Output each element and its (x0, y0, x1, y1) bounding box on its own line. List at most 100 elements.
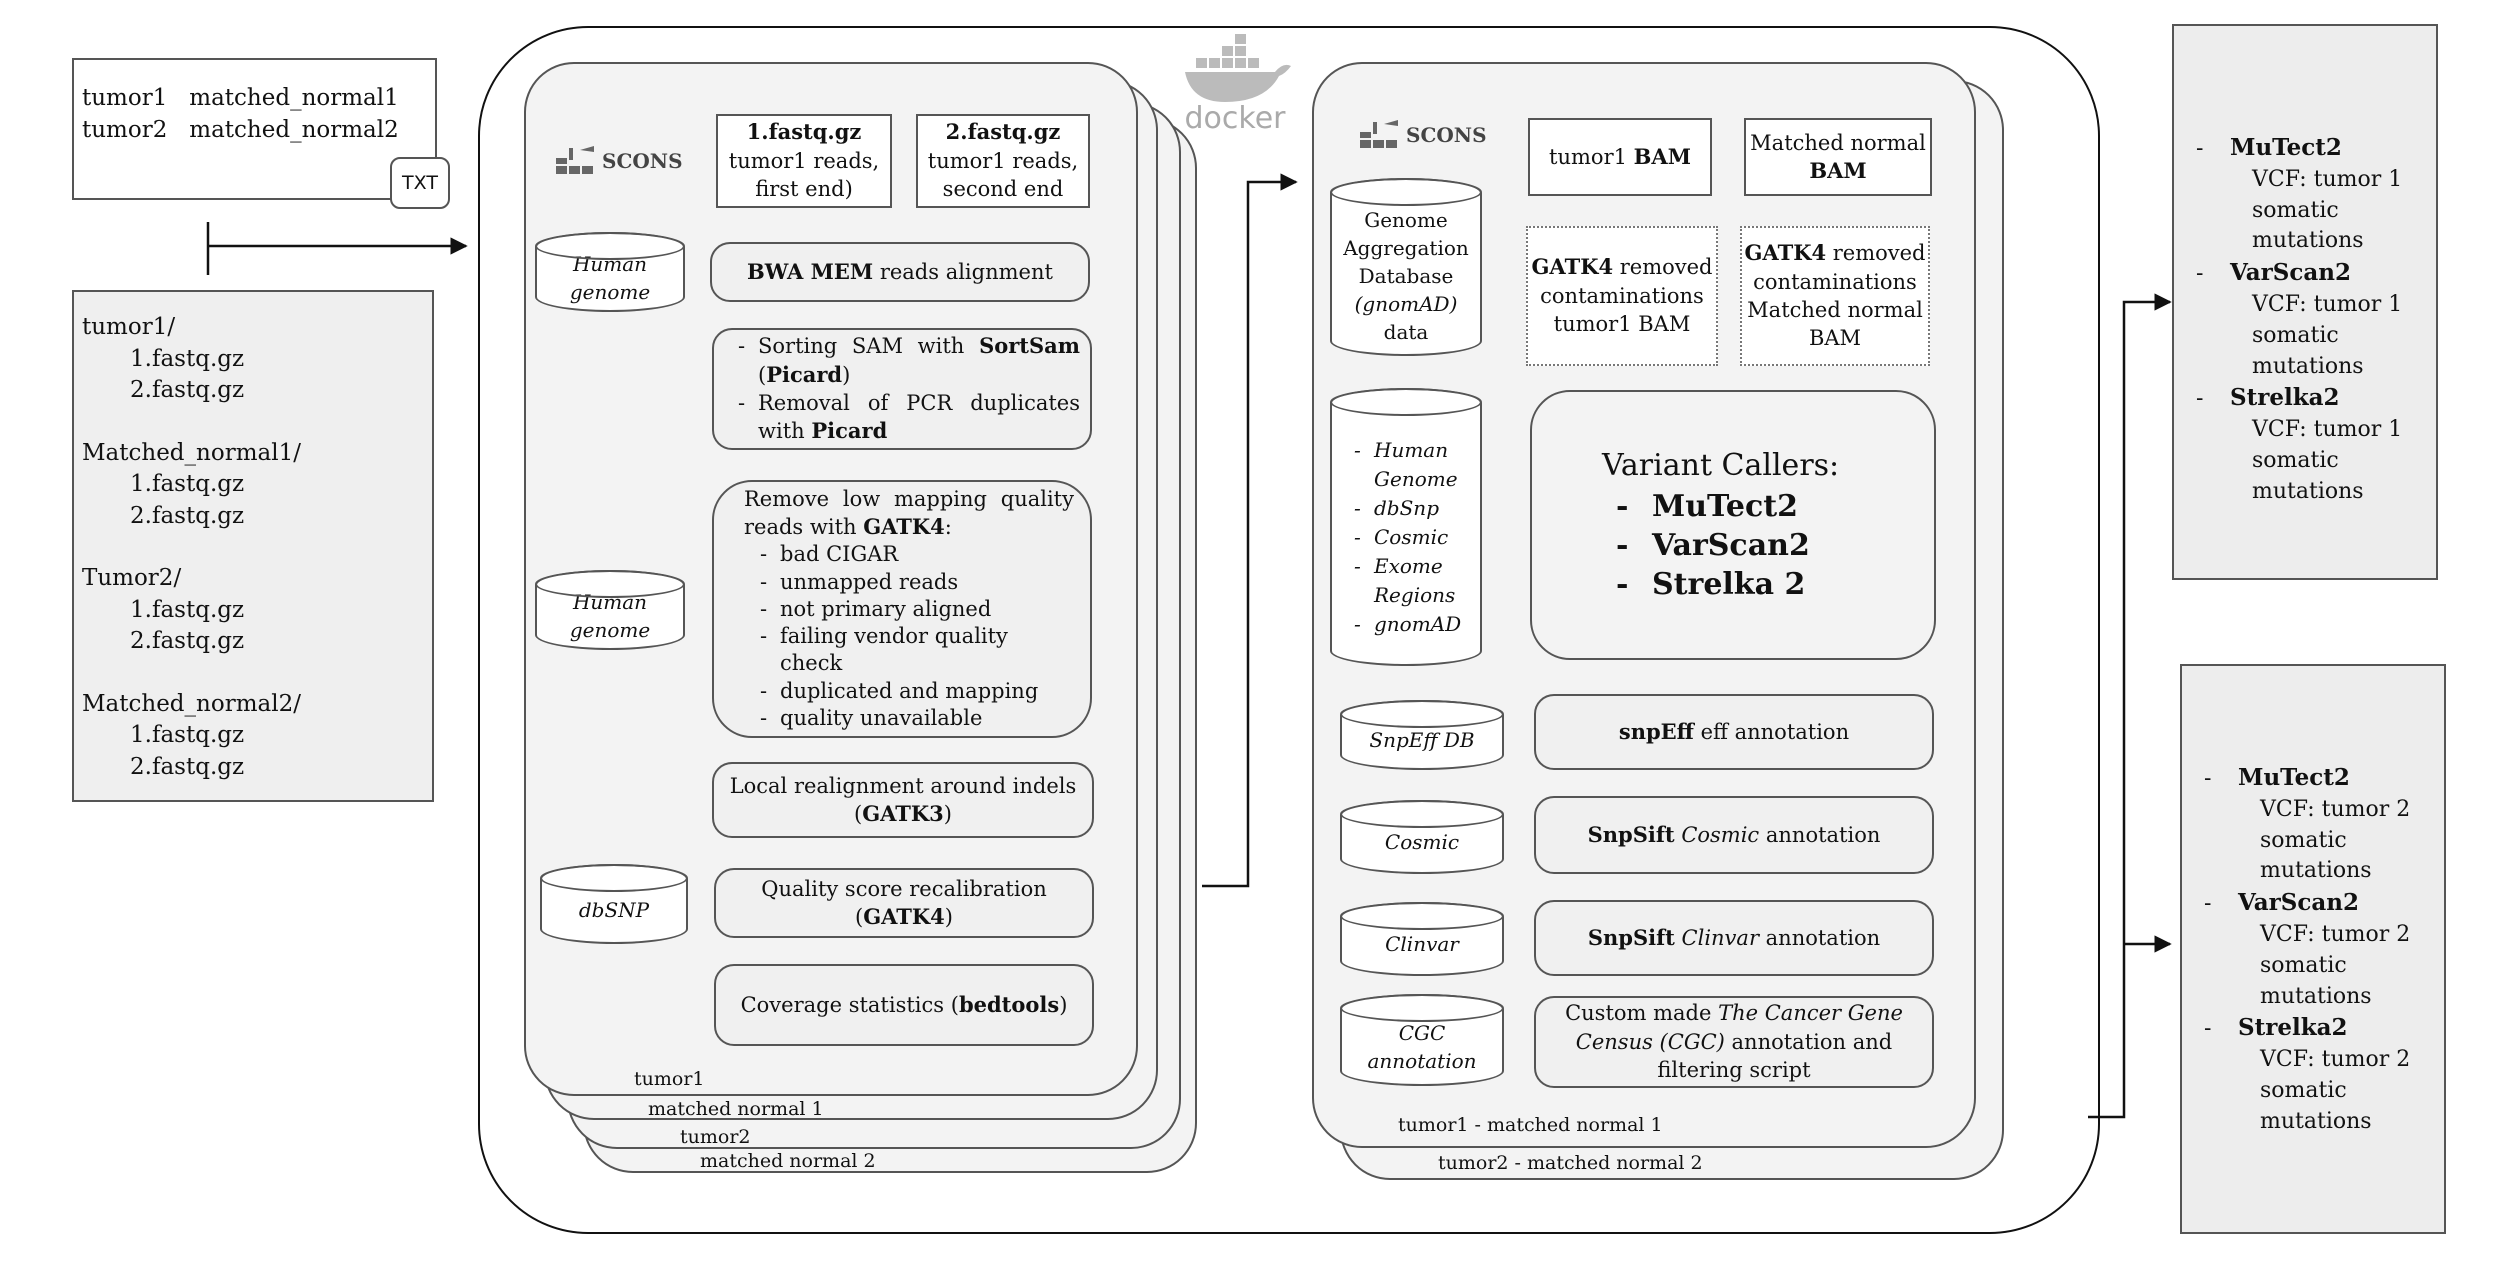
scons-logo-right: SCONS (1360, 118, 1487, 152)
stack-label-tumor2: tumor2 (680, 1126, 751, 1148)
sample-list-file: tumor1 matched_normal1 tumor2 matched_no… (72, 58, 437, 200)
human-genome-label: Human genome (569, 252, 651, 304)
folder-tumor2: Tumor2/ (82, 565, 182, 591)
gatk4-contamination-normal: GATK4 removed contaminations Matched nor… (1740, 226, 1930, 366)
dbsnp-db: dbSNP (540, 864, 688, 944)
db-item: gnomAD (1354, 610, 1464, 639)
txt-file-icon: TXT (390, 157, 450, 209)
db-item: Cosmic (1354, 523, 1464, 552)
cgc-db: CGC annotation (1340, 994, 1504, 1086)
snpsift-clinvar-step: SnpSift Clinvar annotation (1534, 900, 1934, 976)
stack-label-tumor1: tumor1 (634, 1068, 705, 1090)
folder-file: 2.fastq.gz (130, 502, 245, 529)
bwa-bold: BWA MEM (747, 258, 874, 284)
variant-callers-step: Variant Callers: MuTect2 VarScan2 Strelk… (1530, 390, 1936, 660)
folder-matched-normal1: Matched_normal1/ (82, 439, 301, 466)
dbsnp-label: dbSNP (578, 898, 650, 922)
realign-label: Local realignment around indels (729, 773, 1077, 798)
folder-matched-normal2: Matched_normal2/ (82, 690, 301, 717)
fastq1-desc: tumor1 reads, first end) (728, 148, 880, 202)
folder-file: 2.fastq.gz (130, 628, 245, 654)
scons-logo: SCONS (556, 144, 683, 178)
snpeff-annotation-step: snpEff eff annotation (1534, 694, 1934, 770)
fastq2-title: 2.fastq.gz (945, 119, 1061, 145)
scons-label: SCONS (1406, 123, 1487, 147)
bwa-mem-step: BWA MEM reads alignment (710, 242, 1090, 302)
stack-label-t1-mn1: tumor1 - matched normal 1 (1398, 1114, 1663, 1136)
fastq2-desc: tumor1 reads, second end (927, 148, 1079, 202)
low-mapping-filter-step: Remove low mapping quality reads with GA… (712, 480, 1092, 738)
recal-label: Quality score recalibration (761, 876, 1047, 901)
folder-file: 1.fastq.gz (130, 722, 245, 748)
cosmic-db: Cosmic (1340, 800, 1504, 874)
human-genome-db-2: Human genome (535, 570, 685, 650)
scons-icon (556, 146, 594, 174)
sample-line-1: tumor1 matched_normal1 (82, 85, 399, 111)
folder-file: 2.fastq.gz (130, 753, 245, 780)
docker-logo: docker (1175, 32, 1295, 136)
input-folders: tumor1/ 1.fastq.gz 2.fastq.gz Matched_no… (72, 290, 434, 802)
filter-item: duplicated and mapping (760, 678, 1074, 706)
matched-normal-label: Matched normal (1750, 130, 1926, 155)
quality-recalibration-step: Quality score recalibration (GATK4) (714, 868, 1094, 938)
filter-item: quality unavailable (760, 705, 1074, 733)
gatk3-label: GATK3 (862, 801, 944, 826)
clinvar-db: Clinvar (1340, 902, 1504, 976)
bam-label: BAM (1809, 158, 1867, 183)
db-item: Human Genome (1354, 436, 1464, 494)
fastq2-box: 2.fastq.gz tumor1 reads, second end (916, 114, 1090, 208)
dedup-item: Removal of PCR duplicates with Picard (738, 389, 1080, 446)
scons-label: SCONS (602, 149, 683, 173)
low-mapping-title: Remove low mapping quality reads with GA… (744, 486, 1074, 539)
reference-databases: Human Genome dbSnp Cosmic Exome Regions … (1330, 388, 1482, 666)
sample-line-2: tumor2 matched_normal2 (82, 117, 399, 144)
matched-normal-bam-box: Matched normal BAM (1744, 118, 1932, 196)
coverage-statistics-step: Coverage statistics (bedtools) (714, 964, 1094, 1046)
sort-item: Sorting SAM with SortSam (Picard) (738, 332, 1080, 389)
db-item: Exome Regions (1354, 552, 1464, 610)
cgc-filtering-step: Custom made The Cancer Gene Census (CGC)… (1534, 996, 1934, 1088)
fastq1-title: 1.fastq.gz (746, 119, 862, 145)
callers-title: Variant Callers: (1602, 448, 1840, 484)
folder-tumor1: tumor1/ (82, 314, 176, 340)
bedtools-label: bedtools (958, 991, 1060, 1017)
filter-item: unmapped reads (760, 569, 1074, 597)
human-genome-label: Human genome (569, 590, 651, 642)
tumor1-bam-box: tumor1 BAM (1528, 118, 1712, 196)
docker-label: docker (1184, 101, 1286, 136)
folder-file: 1.fastq.gz (130, 596, 245, 623)
folder-file: 1.fastq.gz (130, 345, 245, 372)
sorting-step: Sorting SAM with SortSam (Picard) Remova… (712, 328, 1092, 450)
local-realignment-step: Local realignment around indels (GATK3) (712, 762, 1094, 838)
human-genome-db-1: Human genome (535, 232, 685, 312)
filter-list: bad CIGAR unmapped reads not primary ali… (744, 541, 1074, 732)
filter-item: bad CIGAR (760, 541, 1074, 569)
stack-label-matched-normal-1: matched normal 1 (648, 1098, 824, 1120)
snpeff-db: SnpEff DB (1340, 700, 1504, 770)
gatk4-contamination-tumor: GATK4 removed contaminations tumor1 BAM (1526, 226, 1718, 366)
fastq1-box: 1.fastq.gz tumor1 reads, first end) (716, 114, 892, 208)
stack-label-matched-normal-2: matched normal 2 (700, 1150, 876, 1172)
txt-badge: TXT (402, 172, 438, 194)
snpsift-cosmic-step: SnpSift Cosmic annotation (1534, 796, 1934, 874)
bwa-rest: reads alignment (873, 259, 1053, 284)
gatk4-label: GATK4 (863, 904, 945, 929)
docker-container (478, 26, 2100, 1234)
caller-item: VarScan2 (1616, 526, 1839, 565)
folder-file: 1.fastq.gz (130, 471, 245, 497)
caller-item: Strelka 2 (1616, 565, 1839, 604)
folder-file: 2.fastq.gz (130, 377, 245, 403)
db-item: dbSnp (1354, 494, 1464, 523)
stack-label-t2-mn2: tumor2 - matched normal 2 (1438, 1152, 1703, 1174)
filter-item: not primary aligned (760, 596, 1074, 624)
docker-whale-icon (1185, 34, 1291, 102)
